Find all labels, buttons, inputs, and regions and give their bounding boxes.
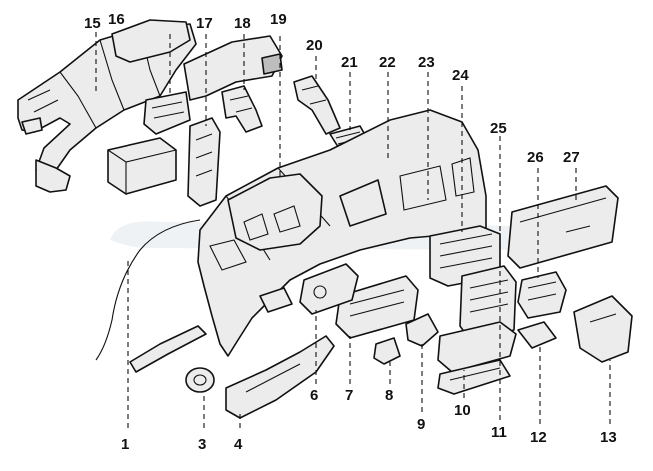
part-20-vent-link [293, 75, 341, 135]
callout-8: 8 [385, 387, 393, 404]
part-3-knob [185, 367, 215, 393]
callout-18: 18 [234, 15, 251, 32]
leader-lines [95, 32, 611, 428]
part-16-upper-duct [111, 19, 191, 135]
callout-17: 17 [196, 15, 213, 32]
part-15-heater-duct [17, 23, 197, 193]
callout-1: 1 [121, 436, 129, 453]
callout-24: 24 [452, 67, 469, 84]
callout-25: 25 [490, 120, 507, 137]
part-27-glove-box [507, 185, 619, 269]
part-duct-box [107, 137, 177, 195]
part-9-knob [405, 313, 439, 347]
callout-27: 27 [563, 149, 580, 166]
part-bracket-left [129, 325, 207, 373]
callout-23: 23 [418, 54, 435, 71]
callout-22: 22 [379, 54, 396, 71]
callout-12: 12 [530, 429, 547, 446]
part-18-bracket [221, 85, 263, 133]
callout-7: 7 [345, 387, 353, 404]
part-4-knee-panel [225, 335, 335, 419]
callout-13: 13 [600, 429, 617, 446]
callout-16: 16 [108, 11, 125, 28]
part-17-side-duct [187, 117, 221, 207]
part-26-switch-block [517, 271, 567, 319]
part-12-clip [517, 321, 557, 349]
callout-15: 15 [84, 15, 101, 32]
callout-19: 19 [270, 11, 287, 28]
part-10-lower-trim [437, 321, 517, 373]
part-lower-tray [437, 359, 511, 395]
callout-6: 6 [310, 387, 318, 404]
callout-20: 20 [306, 37, 323, 54]
part-7-bezel [335, 275, 419, 339]
callout-9: 9 [417, 416, 425, 433]
callout-3: 3 [198, 436, 206, 453]
callout-labels: 1 3 4 6 7 8 9 10 11 12 13 15 16 17 18 19… [84, 11, 617, 453]
callout-10: 10 [454, 402, 471, 419]
part-19-center-duct [183, 35, 283, 101]
part-13-side-cover [573, 295, 633, 363]
callout-4: 4 [234, 436, 243, 453]
part-cluster-hood [227, 173, 323, 251]
part-switch-left [259, 287, 293, 313]
part-1-cable [95, 219, 201, 361]
callout-26: 26 [527, 149, 544, 166]
callout-11: 11 [491, 424, 507, 441]
callout-21: 21 [341, 54, 358, 71]
part-6-cluster-housing [299, 263, 359, 315]
part-11-center-stack [459, 265, 517, 341]
part-8-switch [373, 337, 401, 365]
